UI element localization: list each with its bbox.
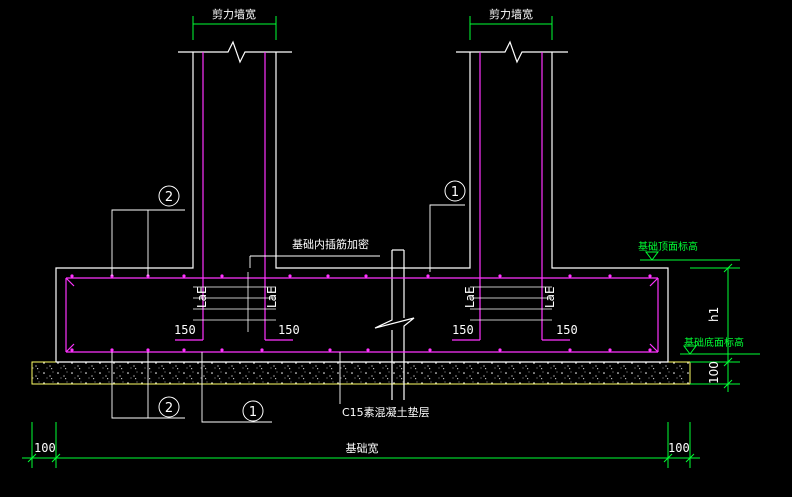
dim-100-vertical: 100 [707, 361, 721, 384]
center-break-line [374, 249, 415, 400]
lae-label-3: LaE [463, 286, 477, 308]
foundation-outline [55, 40, 669, 363]
h1-label: h1 [707, 307, 721, 322]
lae-label-4: LaE [543, 286, 557, 308]
lae-label-1: LaE [195, 286, 209, 308]
callout-2-top: 2 [165, 190, 173, 205]
dim-150-1: 150 [174, 323, 196, 337]
callout-1-bottom: 1 [249, 405, 257, 420]
dim-150-2: 150 [278, 323, 300, 337]
callout-circles [158, 180, 466, 422]
dim-150-3: 150 [452, 323, 474, 337]
callout-2-bottom: 2 [165, 401, 173, 416]
cushion-layer [31, 361, 691, 385]
dim-100-right: 100 [668, 441, 690, 455]
bottom-dimension [22, 422, 700, 468]
stirrup-lines [193, 272, 552, 332]
dim-150-4: 150 [556, 323, 578, 337]
callout-leaders [111, 204, 465, 423]
elevation-markers [640, 251, 760, 392]
rebar-lines [65, 52, 659, 353]
dim-100-left: 100 [34, 441, 56, 455]
bottom-elevation-label: 基础底面标高 [684, 336, 744, 349]
top-dimensions [192, 16, 553, 40]
top-elevation-label: 基础顶面标高 [638, 240, 698, 253]
shear-wall-width-left-label: 剪力墙宽 [212, 7, 256, 21]
shear-wall-width-right-label: 剪力墙宽 [489, 7, 533, 21]
foundation-width-label: 基础宽 [346, 441, 379, 455]
lae-label-2: LaE [265, 286, 279, 308]
callout-1-top: 1 [451, 185, 459, 200]
rebar-dots [70, 274, 652, 352]
cushion-layer-label: C15素混凝土垫层 [342, 405, 430, 419]
internal-rebar-note: 基础内插筋加密 [292, 237, 369, 251]
